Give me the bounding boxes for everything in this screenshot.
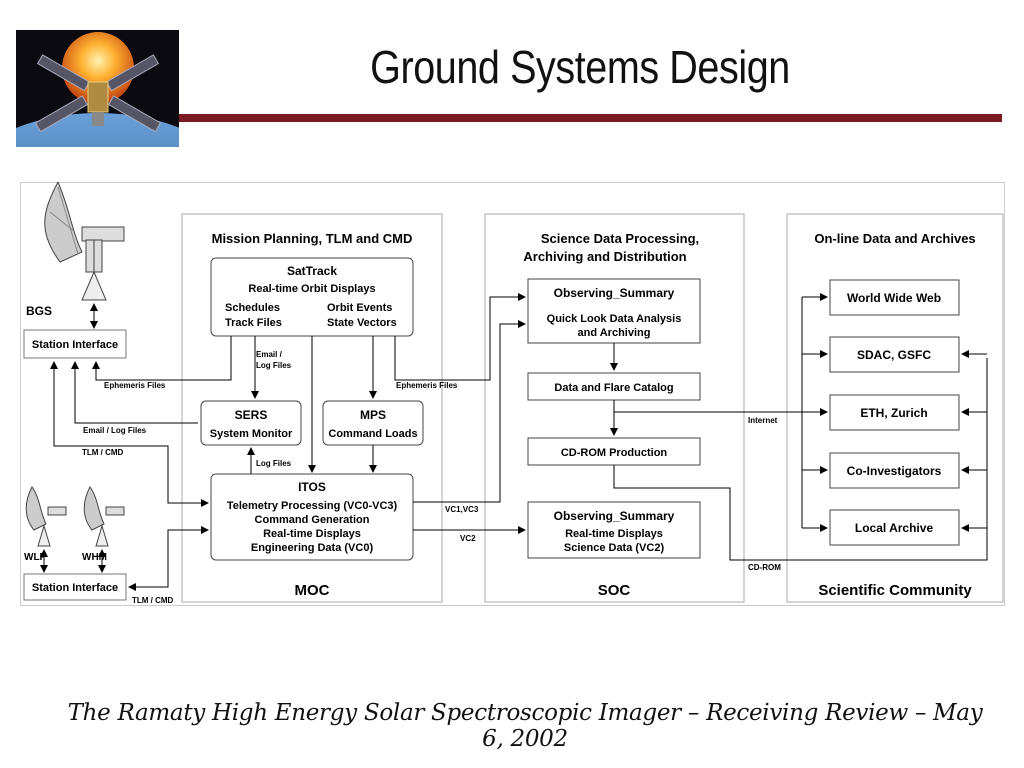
ephemeris-files-left-label: Ephemeris Files [104,381,166,390]
itos-line-3: Real-time Displays [263,528,361,540]
sattrack-title: SatTrack [287,264,337,278]
cdrom-production-box [527,437,701,466]
observing-summary-qla-line-2: and Archiving [578,327,651,339]
bgs-antenna-icon [44,180,125,301]
flow-lines [40,293,988,591]
tlm-cmd-lower-label: TLM / CMD [132,596,174,605]
whm-antenna-icon [83,486,125,547]
itos-box [210,473,414,561]
coi-box [829,452,960,489]
soc-heading-line-2: Archiving and Distribution [523,249,686,264]
whm-label: WHM [82,552,107,563]
moc-heading: Mission Planning, TLM and CMD [212,231,413,246]
spacecraft-sun-illustration [0,30,248,297]
email-log-files-label-2: Log Files [256,361,292,370]
observing-summary-qla-line-1: Quick Look Data Analysis [547,313,682,325]
title-rule [179,114,1002,122]
slide-footer: The Ramaty High Energy Solar Spectroscop… [67,700,983,752]
sers-title: SERS [235,408,268,422]
email-log-files-label-1: Email / [256,350,283,359]
observing-summary-rt-line-2: Science Data (VC2) [564,542,665,554]
ground-systems-diagram: BGS WLP WHM Station Interface Station In… [20,180,1005,606]
sers-subtitle: System Monitor [210,428,293,440]
observing-summary-rt-title: Observing_Summary [554,509,675,523]
www-label: World Wide Web [847,291,941,305]
community-heading: On-line Data and Archives [814,231,975,246]
diagram-frame [20,182,1005,606]
vc2-label: VC2 [460,534,476,543]
soc-footer-label: SOC [598,582,631,599]
community-footer-label: Scientific Community [818,582,972,599]
moc-footer-label: MOC [295,582,330,599]
vc1-vc3-label: VC1,VC3 [445,505,479,514]
soc-heading-line-1: Science Data Processing, [541,231,699,246]
mps-subtitle: Command Loads [328,428,417,440]
spacecraft-logo-image [0,30,248,297]
observing-summary-qla-box [527,278,701,344]
sattrack-schedules: Schedules [225,302,280,314]
tlm-cmd-upper-label: TLM / CMD [82,448,124,457]
eth-box [829,394,960,431]
station-interface-bottom-label: Station Interface [32,582,118,594]
flare-catalog-label: Data and Flare Catalog [554,382,673,394]
sattrack-track-files: Track Files [225,317,282,329]
email-log-files-left-label: Email / Log Files [83,426,147,435]
wlp-antenna-icon [25,486,67,547]
wlp-label: WLP [24,552,47,563]
slide-title: Ground Systems Design [370,41,790,93]
local-archive-box [829,509,960,546]
sdac-label: SDAC, GSFC [857,348,931,362]
log-files-label: Log Files [256,459,292,468]
local-archive-label: Local Archive [855,521,934,535]
itos-title: ITOS [298,480,326,494]
sattrack-state-vectors: State Vectors [327,317,397,329]
soc-panel [484,213,745,603]
itos-line-1: Telemetry Processing (VC0-VC3) [227,500,398,512]
station-interface-top-label: Station Interface [32,339,118,351]
eth-label: ETH, Zurich [860,406,927,420]
station-interface-top-box [23,329,127,359]
cdrom-label: CD-ROM [748,563,781,572]
sattrack-orbit-events: Orbit Events [327,302,392,314]
station-interface-bottom-box [23,573,127,601]
itos-line-4: Engineering Data (VC0) [251,542,374,554]
observing-summary-rt-line-1: Real-time Displays [565,528,663,540]
itos-line-2: Command Generation [255,514,370,526]
observing-summary-qla-title: Observing_Summary [554,286,675,300]
community-panel [786,213,1004,603]
cdrom-production-label: CD-ROM Production [561,447,668,459]
bgs-label: BGS [26,304,52,318]
mps-title: MPS [360,408,386,422]
sattrack-subtitle: Real-time Orbit Displays [248,283,375,295]
ephemeris-files-right-label: Ephemeris Files [396,381,458,390]
internet-label: Internet [748,416,778,425]
www-box [829,279,960,316]
sdac-box [829,336,960,373]
coi-label: Co-Investigators [847,464,942,478]
observing-summary-rt-box [527,501,701,559]
